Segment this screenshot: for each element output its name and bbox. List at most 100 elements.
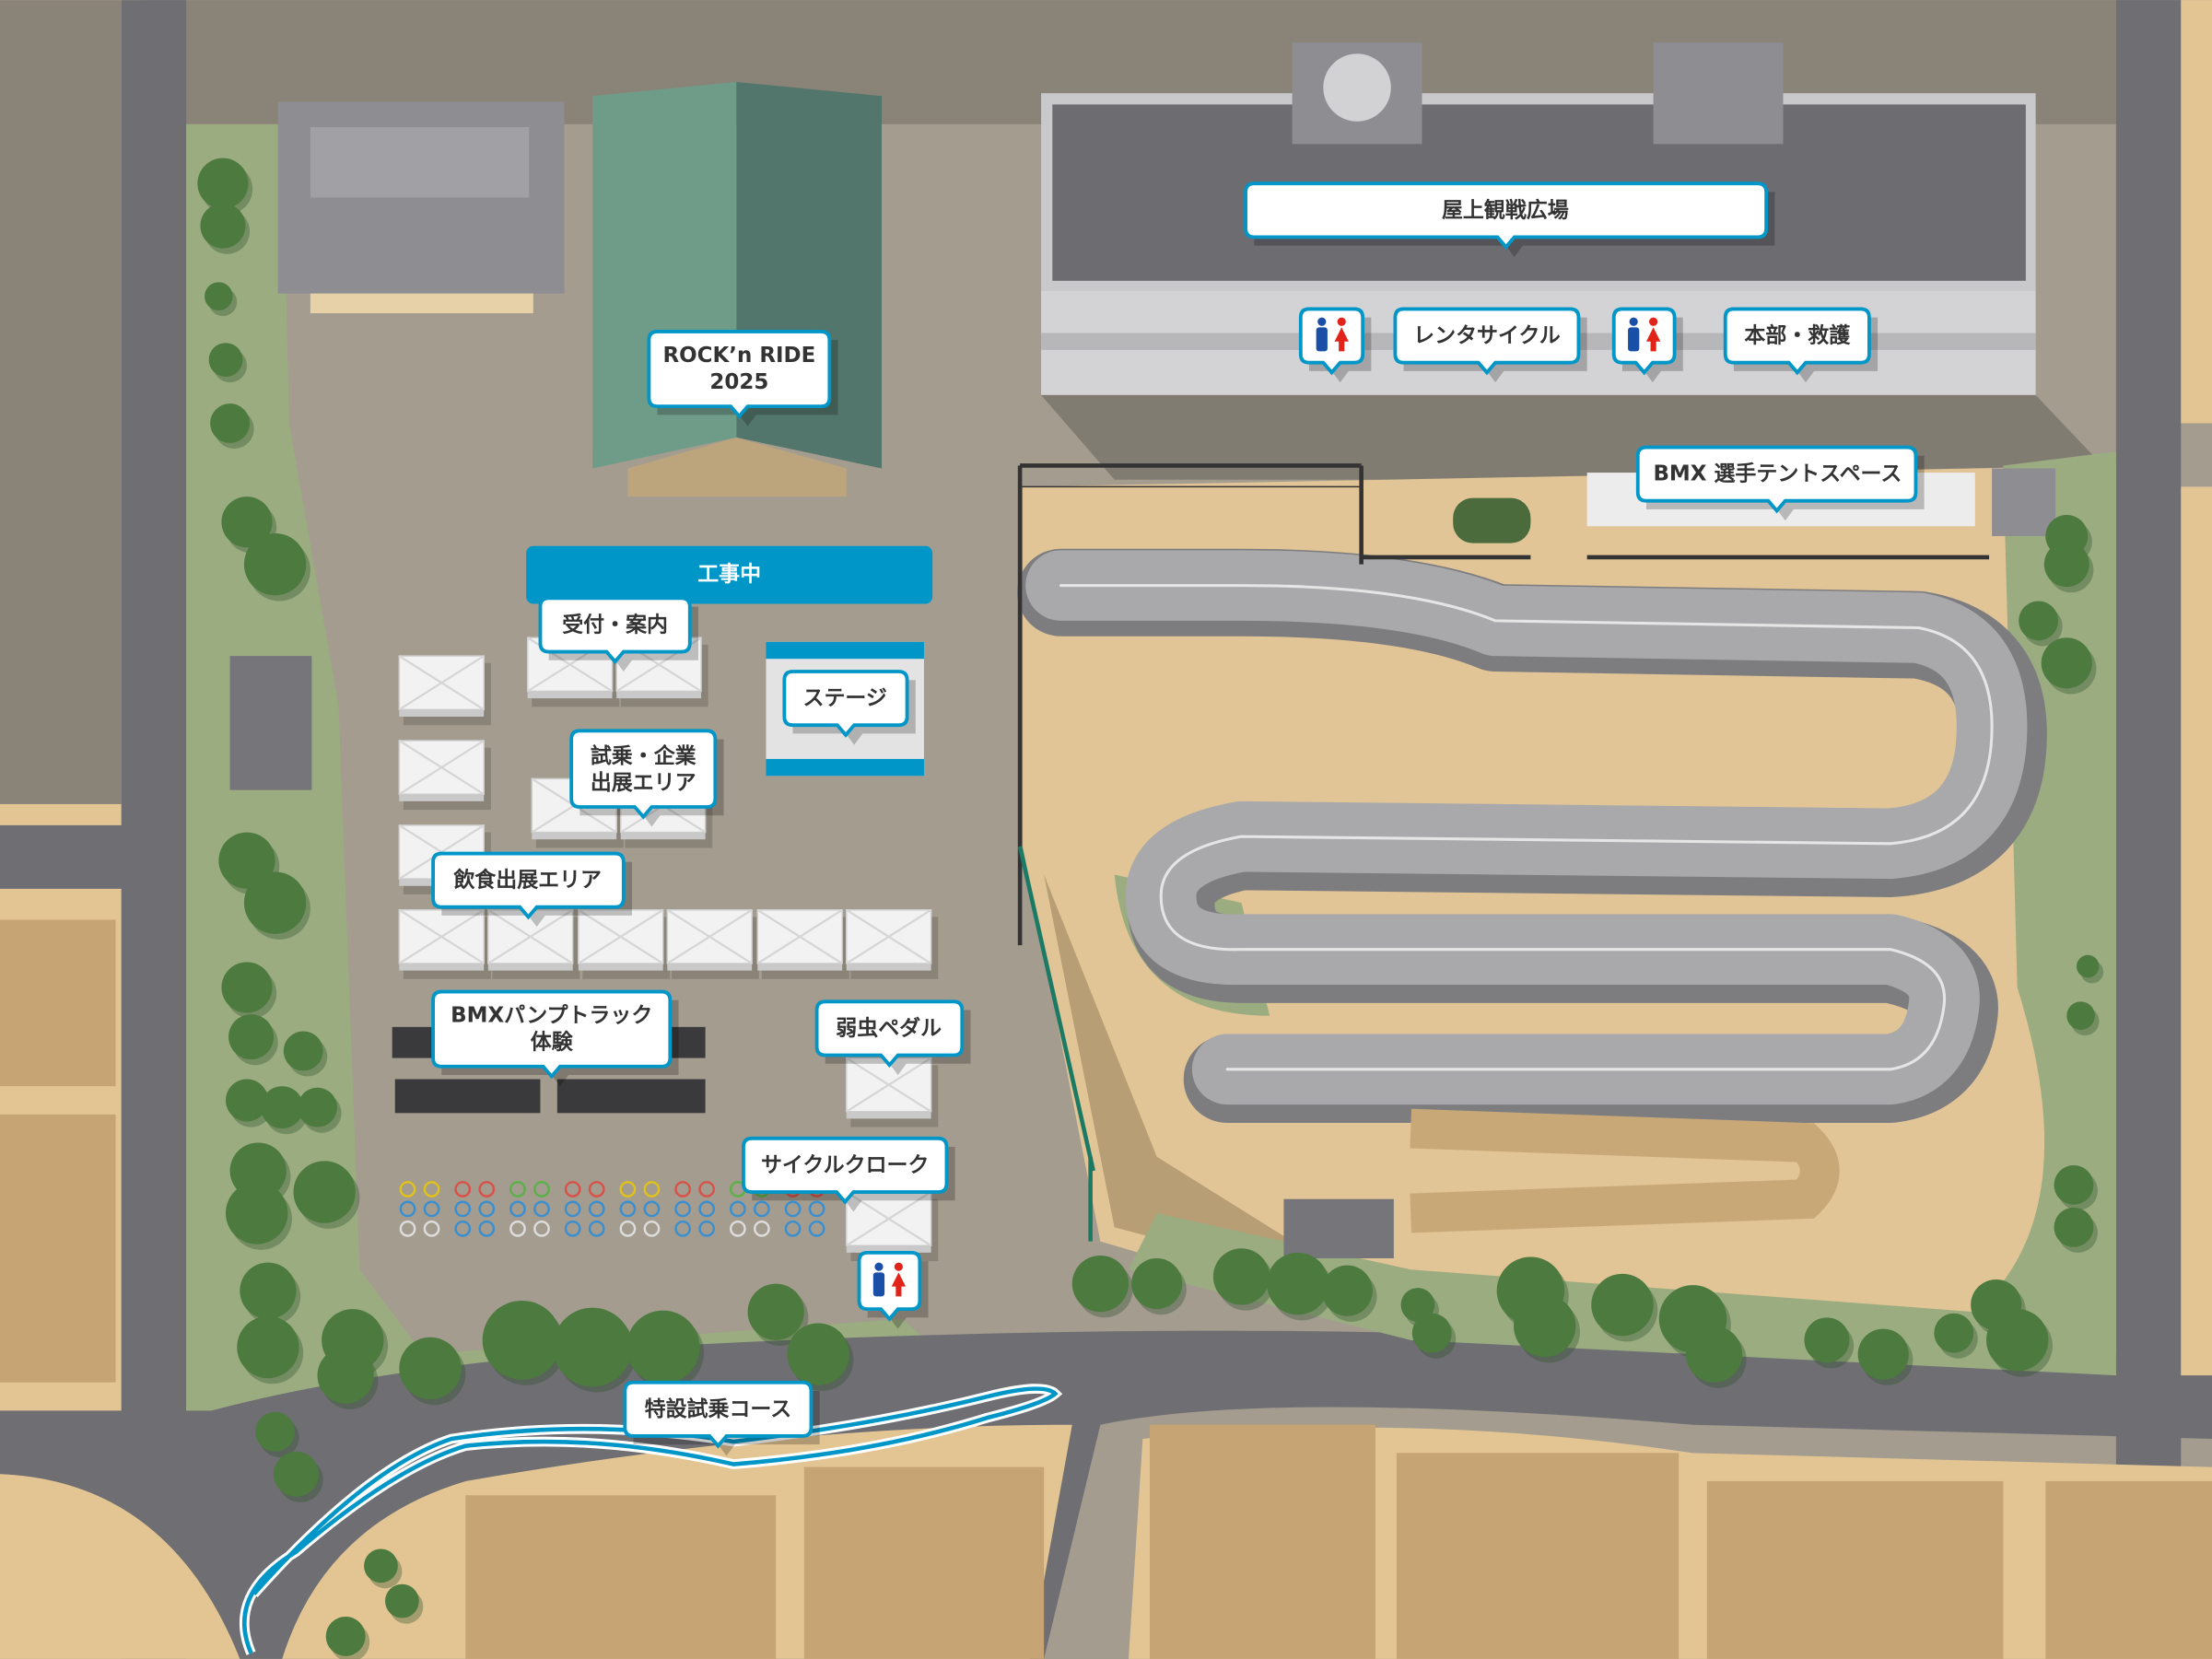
bike-icon bbox=[643, 1181, 661, 1198]
pump-track-ramps bbox=[392, 1026, 706, 1114]
tree bbox=[1071, 1255, 1129, 1313]
tree bbox=[1986, 1309, 2049, 1372]
shed bbox=[1992, 468, 2056, 536]
bike-icon bbox=[423, 1200, 440, 1218]
east-field bbox=[2181, 0, 2212, 424]
bike-icon bbox=[399, 1220, 416, 1237]
tree bbox=[298, 1087, 337, 1127]
label-text: 試乗・企業 bbox=[591, 743, 696, 768]
tree bbox=[1514, 1294, 1576, 1358]
tree bbox=[1934, 1313, 1974, 1353]
bike-icon bbox=[729, 1200, 746, 1218]
label-text: 受付・案内 bbox=[562, 612, 668, 637]
bike-icon bbox=[643, 1200, 661, 1218]
tent bbox=[666, 908, 759, 979]
bike-icon bbox=[509, 1200, 526, 1218]
bmx-grounds bbox=[1023, 465, 2116, 1355]
bike-icon bbox=[509, 1220, 526, 1237]
building-wall bbox=[627, 437, 847, 497]
tree bbox=[1411, 1313, 1452, 1353]
tree bbox=[2054, 1164, 2094, 1205]
toilet-marker[interactable] bbox=[857, 1250, 929, 1329]
label-text: 飲食出展エリア bbox=[452, 868, 602, 893]
tree bbox=[399, 1337, 462, 1400]
toilet-marker[interactable] bbox=[1298, 307, 1372, 383]
farm-rows bbox=[465, 1424, 2212, 1659]
toilet-icon bbox=[1628, 317, 1661, 352]
label-food[interactable]: 飲食出展エリア bbox=[431, 851, 632, 928]
shed bbox=[1283, 1198, 1394, 1258]
east-field bbox=[2181, 486, 2212, 1390]
bike-icon bbox=[698, 1200, 716, 1218]
label-hq-first-aid[interactable]: 本部・救護 bbox=[1723, 307, 1878, 383]
label-bmx-tent[interactable]: BMX 選手テントスペース bbox=[1635, 445, 1925, 521]
farm-plot bbox=[0, 1114, 116, 1383]
tree bbox=[1591, 1273, 1654, 1337]
label-text: 屋上観戦広場 bbox=[1442, 197, 1569, 222]
label-yowamushi[interactable]: 弱虫ペダル bbox=[814, 999, 971, 1075]
tree bbox=[2041, 637, 2092, 689]
bike-icon bbox=[478, 1200, 496, 1218]
bike-icon bbox=[478, 1220, 496, 1237]
bike-icon bbox=[588, 1220, 605, 1237]
bike-icon bbox=[509, 1181, 526, 1198]
bike-icon bbox=[698, 1220, 716, 1237]
construction-banner bbox=[526, 545, 933, 604]
label-test-course[interactable]: 特設試乗コース bbox=[623, 1380, 820, 1456]
tent bbox=[487, 908, 580, 979]
net-fence bbox=[1017, 846, 1095, 1172]
tree bbox=[2077, 954, 2100, 978]
stage-banner bbox=[766, 758, 924, 777]
tree bbox=[747, 1283, 804, 1340]
tree bbox=[210, 403, 251, 443]
label-text: BMX 選手テントスペース bbox=[1653, 462, 1902, 486]
tent bbox=[398, 655, 491, 726]
tent bbox=[578, 908, 671, 979]
small-building bbox=[229, 656, 312, 790]
label-text: サイクルクローク bbox=[761, 1153, 929, 1177]
label-text: ステージ bbox=[803, 686, 887, 710]
tent bbox=[756, 908, 849, 979]
tree bbox=[325, 1616, 366, 1656]
tree bbox=[385, 1583, 419, 1618]
rooftop-unit bbox=[1653, 42, 1784, 145]
tree bbox=[2043, 542, 2089, 588]
toilet-marker[interactable] bbox=[1611, 307, 1683, 383]
tree bbox=[237, 1315, 299, 1379]
tree bbox=[1321, 1265, 1373, 1316]
bike-icon bbox=[533, 1220, 550, 1237]
bike-icon bbox=[643, 1220, 661, 1237]
tree bbox=[1212, 1248, 1270, 1305]
tent bbox=[845, 908, 939, 979]
tree bbox=[2054, 1207, 2094, 1247]
tree bbox=[1804, 1317, 1850, 1363]
toilet-icon bbox=[872, 1262, 907, 1297]
label-rooftop[interactable]: 屋上観戦広場 bbox=[1244, 181, 1775, 257]
label-stage[interactable]: ステージ bbox=[782, 670, 916, 745]
bike-icon bbox=[619, 1181, 637, 1198]
tree bbox=[283, 1031, 323, 1071]
bike-icon bbox=[753, 1220, 770, 1237]
tree bbox=[1267, 1252, 1329, 1315]
tree bbox=[221, 962, 273, 1013]
tree bbox=[293, 1161, 356, 1223]
bike-icon bbox=[619, 1200, 637, 1218]
bike-icon bbox=[674, 1200, 692, 1218]
tree bbox=[787, 1323, 849, 1385]
label-text: ROCK’n RIDE bbox=[662, 344, 815, 368]
pump-track-small bbox=[1410, 1108, 1840, 1233]
tree bbox=[553, 1307, 632, 1387]
tree bbox=[2019, 601, 2059, 641]
tent bbox=[845, 1057, 939, 1127]
bike-icon bbox=[698, 1181, 716, 1198]
label-rental-cycle[interactable]: レンタサイクル bbox=[1393, 307, 1587, 383]
tree bbox=[1400, 1288, 1435, 1322]
label-cloak[interactable]: サイクルクローク bbox=[742, 1136, 955, 1212]
label-reception[interactable]: 受付・案内 bbox=[538, 596, 698, 672]
bike-icon bbox=[588, 1200, 605, 1218]
bike-icon bbox=[784, 1200, 802, 1218]
tree bbox=[482, 1300, 562, 1380]
